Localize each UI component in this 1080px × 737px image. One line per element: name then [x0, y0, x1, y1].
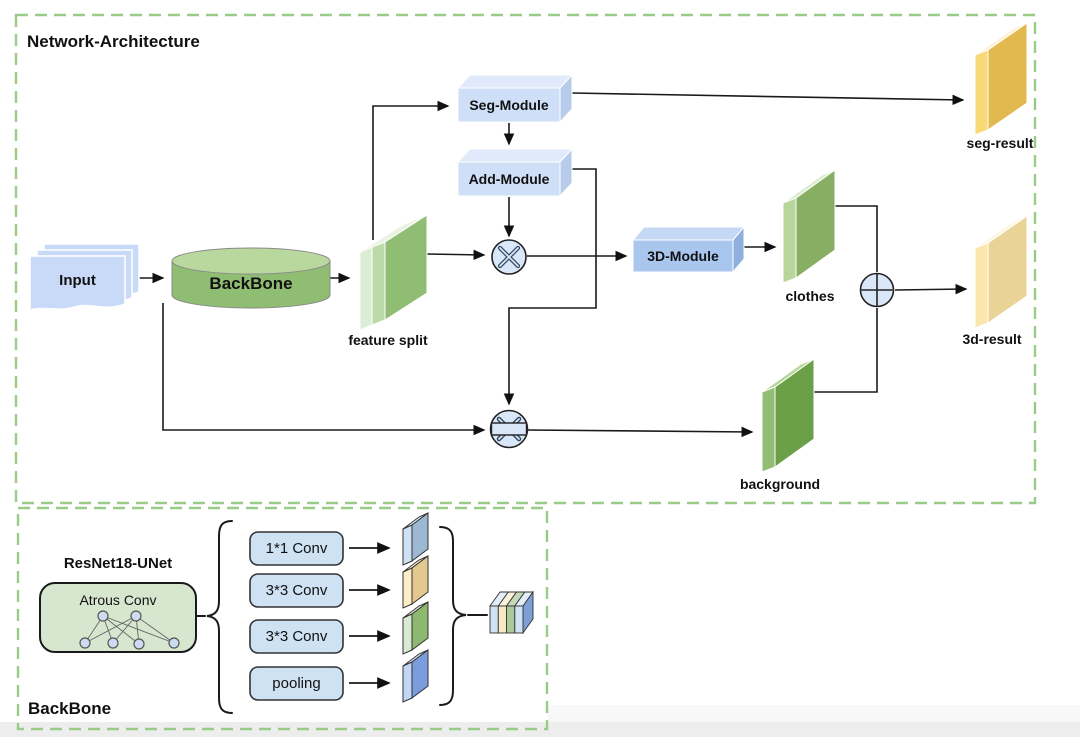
- page-bottom-light-strip: [548, 705, 1080, 725]
- connector-featuresplit-multiply: [426, 249, 486, 261]
- feature-split-slice-2: [371, 241, 386, 326]
- network-architecture-title: Network-Architecture: [27, 32, 200, 51]
- resnet-label: ResNet18-UNet: [63, 555, 173, 572]
- feature-split-label: feature split: [348, 332, 428, 348]
- connector-maskedmultiply-background: [527, 426, 754, 438]
- connector-input-maskedmultiply: [162, 303, 486, 436]
- atrous-graph: [79, 610, 180, 650]
- fused-stack: [489, 590, 534, 635]
- module-3d-box: [631, 225, 746, 274]
- branch-slab-4: [402, 649, 429, 703]
- background-edge: [761, 386, 776, 473]
- connector-segmodule-segresult: [571, 92, 965, 106]
- graph-node: [133, 638, 145, 650]
- conv-label-2: 3*3 Conv: [265, 582, 328, 599]
- clothes-face: [795, 169, 836, 279]
- add-icon: [859, 272, 895, 308]
- masked-multiply-bar: [490, 422, 528, 436]
- feature-split-slice-1: [359, 246, 373, 331]
- seg-result-block: [974, 22, 1028, 136]
- backbone-cylinder: [171, 247, 331, 309]
- feature-split-block: [359, 214, 428, 331]
- clothes-edge: [782, 197, 797, 284]
- background-face: [774, 358, 815, 468]
- seg-result-edge: [974, 49, 989, 136]
- clothes-label: clothes: [785, 288, 835, 304]
- add-module-label: Add-Module: [468, 171, 550, 187]
- branch-slab-3: [402, 601, 429, 655]
- add-module-box: [456, 147, 574, 198]
- graph-node: [97, 610, 109, 622]
- module-3d-top: [631, 226, 746, 241]
- input-stack: [29, 243, 140, 312]
- seg-result-face: [987, 22, 1028, 131]
- input-label: Input: [59, 272, 96, 289]
- connector-featuresplit-segmodule: [372, 100, 450, 240]
- background-block: [761, 358, 815, 473]
- result-3d-face: [987, 215, 1028, 324]
- background-label: background: [739, 476, 821, 492]
- graph-node: [79, 637, 91, 649]
- clothes-block: [782, 169, 836, 284]
- module-3d-label: 3D-Module: [647, 248, 719, 264]
- graph-node: [107, 637, 119, 649]
- result-3d-block: [974, 215, 1028, 329]
- connector-addmodule-maskedmultiply: [503, 168, 597, 406]
- backbone-frame: [16, 506, 549, 731]
- conv-box-4: [249, 666, 344, 701]
- branch-slab-2: [402, 555, 429, 609]
- graph-node: [168, 637, 180, 649]
- input-page-1: [29, 255, 126, 312]
- seg-module-front: [457, 87, 561, 123]
- result-3d-edge: [974, 242, 989, 329]
- seg-result-label: seg-result: [966, 135, 1034, 151]
- connector-clothes-add: [835, 205, 878, 272]
- conv-box-3: [249, 619, 344, 654]
- conv-label-1: 1*1 Conv: [265, 540, 328, 557]
- conv-label-4: pooling: [272, 675, 321, 692]
- seg-module-box: [456, 73, 574, 124]
- graph-node: [130, 610, 142, 622]
- resnet-box: [39, 582, 197, 653]
- masked-multiply-icon: [489, 409, 529, 449]
- atrous-label: Atrous Conv: [79, 592, 157, 608]
- backbone-label: BackBone: [209, 274, 293, 293]
- right-brace: [439, 526, 467, 706]
- module-3d-front: [632, 239, 734, 273]
- network-architecture-frame: [14, 13, 1037, 505]
- seg-module-label: Seg-Module: [469, 97, 549, 113]
- result-3d-label: 3d-result: [962, 331, 1022, 347]
- branch-slab-1: [402, 512, 429, 566]
- connector-add-3dresult: [894, 283, 968, 295]
- left-brace: [206, 520, 233, 714]
- add-module-top: [456, 148, 574, 163]
- connector-background-add: [814, 308, 878, 393]
- page-bottom-gray-strip: [0, 722, 1080, 737]
- feature-split-face: [384, 214, 428, 321]
- multiply-icon: [491, 239, 527, 275]
- add-module-front: [457, 161, 561, 197]
- connectors: [139, 92, 968, 438]
- conv-box-2: [249, 573, 344, 608]
- backbone-section-title: BackBone: [28, 699, 112, 718]
- conv-box-1: [249, 531, 344, 566]
- conv-label-3: 3*3 Conv: [265, 628, 328, 645]
- backbone-cylinder-top: [171, 247, 331, 275]
- seg-module-top: [456, 74, 574, 89]
